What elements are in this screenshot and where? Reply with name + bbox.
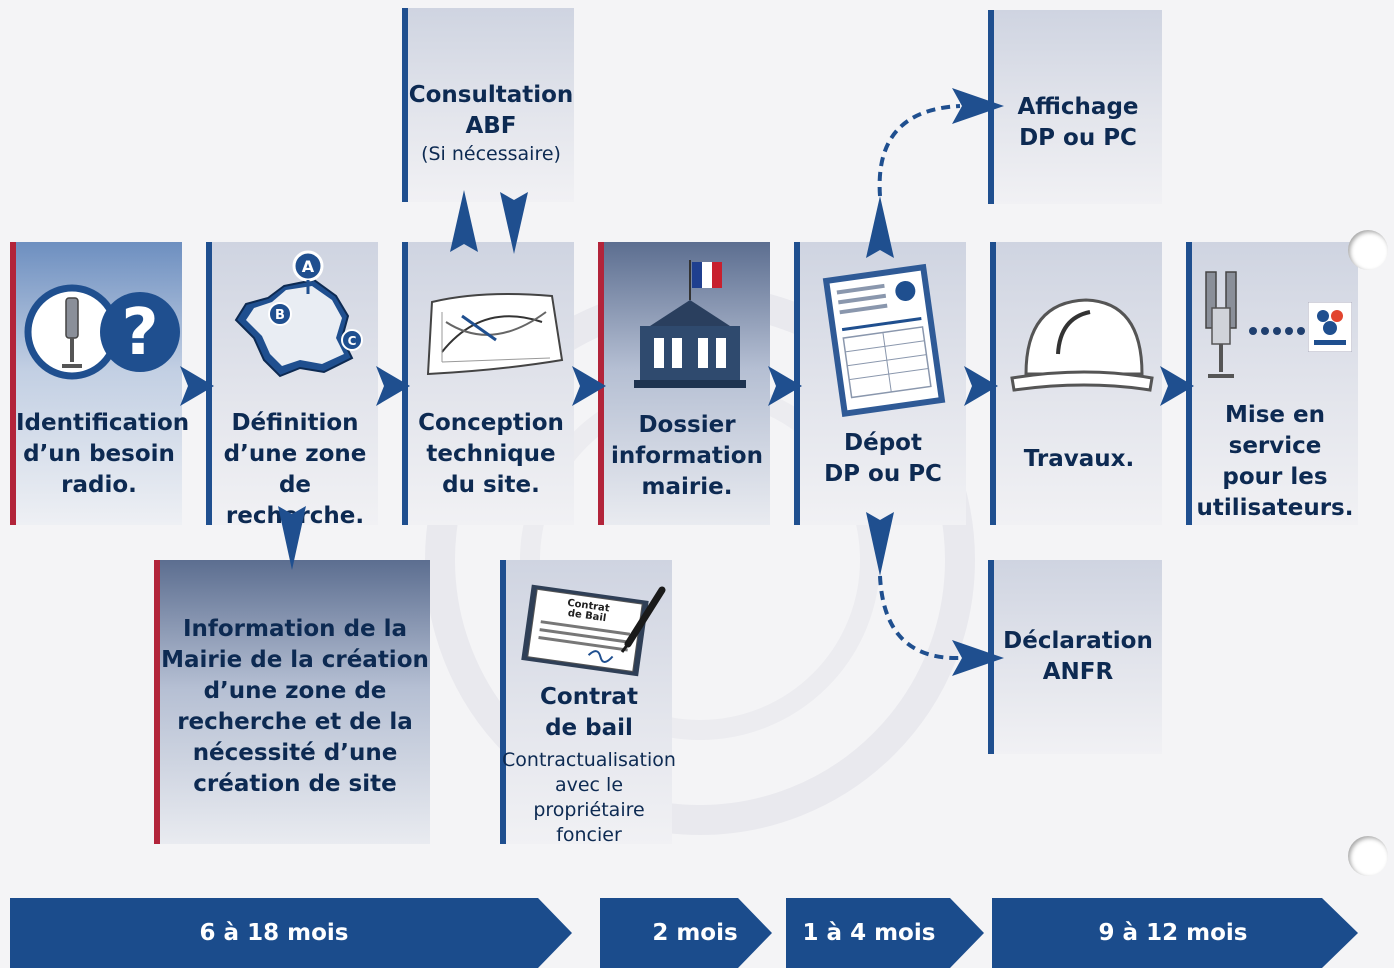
- france-map-icon: A B C: [224, 246, 374, 390]
- blueprint-icon: [422, 282, 572, 386]
- antenna-icon: [1200, 268, 1244, 388]
- svg-text:C: C: [348, 334, 357, 348]
- svg-text:A: A: [302, 257, 315, 276]
- timeline-segment-2: 2 mois: [600, 898, 772, 968]
- step-travaux-label: Travaux.: [1023, 446, 1135, 472]
- binder-hole-bottom: [1348, 836, 1388, 876]
- timeline-label: 6 à 18 mois: [199, 920, 349, 946]
- bouygues-logo-icon: [1307, 301, 1353, 356]
- timeline-label: 2 mois: [652, 920, 738, 946]
- step-travaux: Travaux.: [990, 242, 1162, 525]
- pen-icon: [618, 586, 668, 660]
- svg-text:B: B: [275, 308, 285, 323]
- timeline-segment-4: 9 à 12 mois: [992, 898, 1358, 968]
- lease-contract-icon: Contrat de Bail: [512, 582, 672, 682]
- permit-form-icon: [822, 260, 952, 424]
- binder-hole-top: [1348, 230, 1388, 270]
- antenna-question-icon: ?: [24, 276, 184, 390]
- timeline-segment-1: 6 à 18 mois: [10, 898, 572, 968]
- town-hall-icon: [630, 256, 750, 400]
- timeline-label: 1 à 4 mois: [802, 920, 936, 946]
- svg-text:?: ?: [121, 296, 158, 370]
- hard-hat-icon: [1006, 282, 1156, 406]
- french-flag-icon: [692, 262, 722, 288]
- dotted-link-icon: [1248, 322, 1308, 341]
- svg-text:de Bail: de Bail: [567, 608, 607, 624]
- timeline-segment-3: 1 à 4 mois: [786, 898, 984, 968]
- timeline-label: 9 à 12 mois: [1098, 920, 1248, 946]
